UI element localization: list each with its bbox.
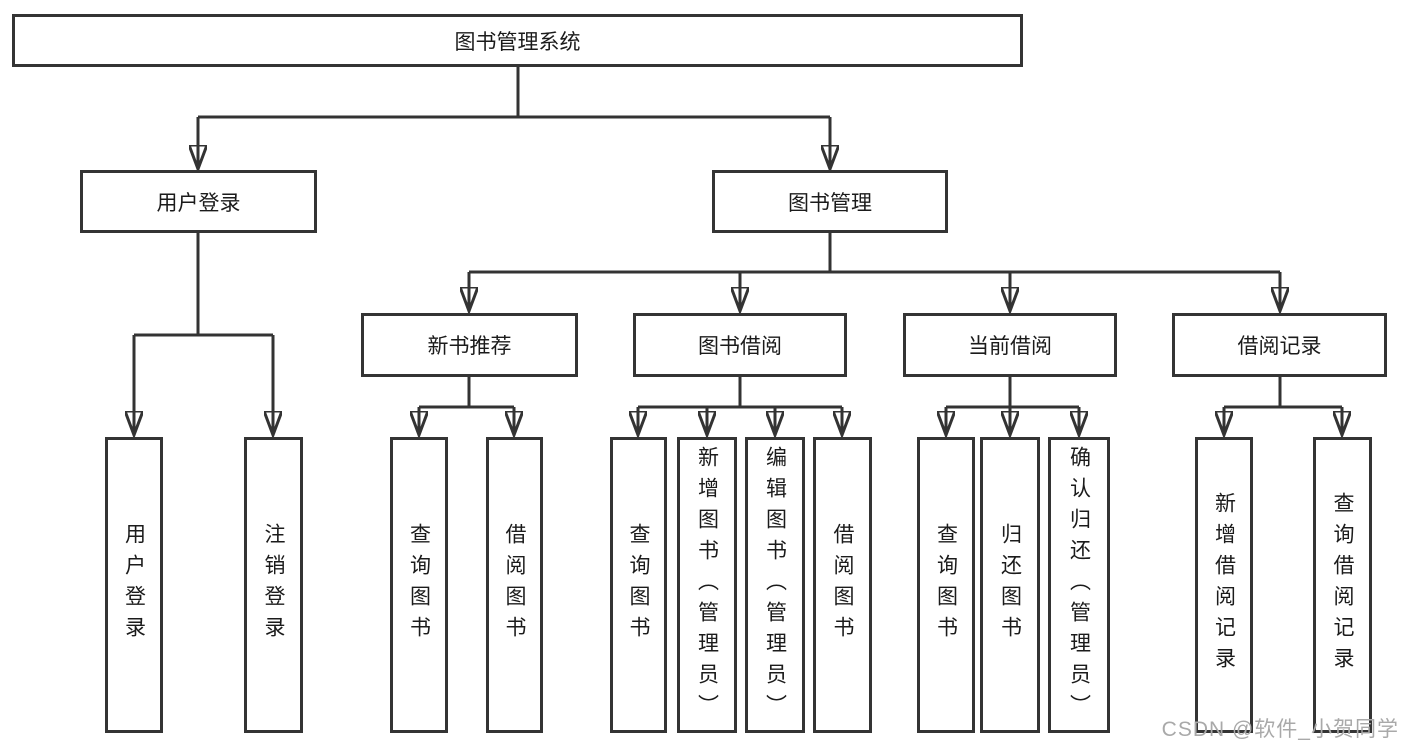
leaf-logout: 注销登录 — [244, 437, 303, 733]
node-current-borrowing: 当前借阅 — [903, 313, 1117, 377]
node-root: 图书管理系统 — [12, 14, 1023, 67]
leaf-nbr-borrow-books: 借阅图书 — [486, 437, 543, 733]
leaf-cb-return-books: 归还图书 — [980, 437, 1040, 733]
edges-current-borrowing-children — [946, 377, 1079, 434]
node-borrowing-records: 借阅记录 — [1172, 313, 1387, 377]
leaf-bb-add-books-admin: 新增图书（管理员） — [677, 437, 737, 733]
edges-book-management-to-level3 — [469, 233, 1280, 310]
leaf-br-query-record: 查询借阅记录 — [1313, 437, 1372, 733]
edges-user-login-children — [134, 233, 273, 434]
node-new-book-recommend: 新书推荐 — [361, 313, 578, 377]
node-user-login: 用户登录 — [80, 170, 317, 233]
edges-root-to-level2 — [198, 67, 830, 168]
edges-book-borrowing-children — [638, 377, 842, 434]
node-book-borrowing: 图书借阅 — [633, 313, 847, 377]
edges-new-book-recommend-children — [419, 377, 514, 434]
leaf-bb-edit-books-admin: 编辑图书（管理员） — [745, 437, 805, 733]
leaf-user-login: 用户登录 — [105, 437, 163, 733]
leaf-cb-confirm-return-admin: 确认归还（管理员） — [1048, 437, 1110, 733]
leaf-cb-query-books: 查询图书 — [917, 437, 975, 733]
csdn-watermark: CSDN @软件_小贺同学 — [1161, 718, 1399, 741]
leaf-bb-borrow-books: 借阅图书 — [813, 437, 872, 733]
leaf-br-add-record: 新增借阅记录 — [1195, 437, 1253, 733]
node-book-management: 图书管理 — [712, 170, 948, 233]
leaf-nbr-query-books: 查询图书 — [390, 437, 448, 733]
edges-borrowing-records-children — [1224, 377, 1342, 434]
leaf-bb-query-books: 查询图书 — [610, 437, 667, 733]
